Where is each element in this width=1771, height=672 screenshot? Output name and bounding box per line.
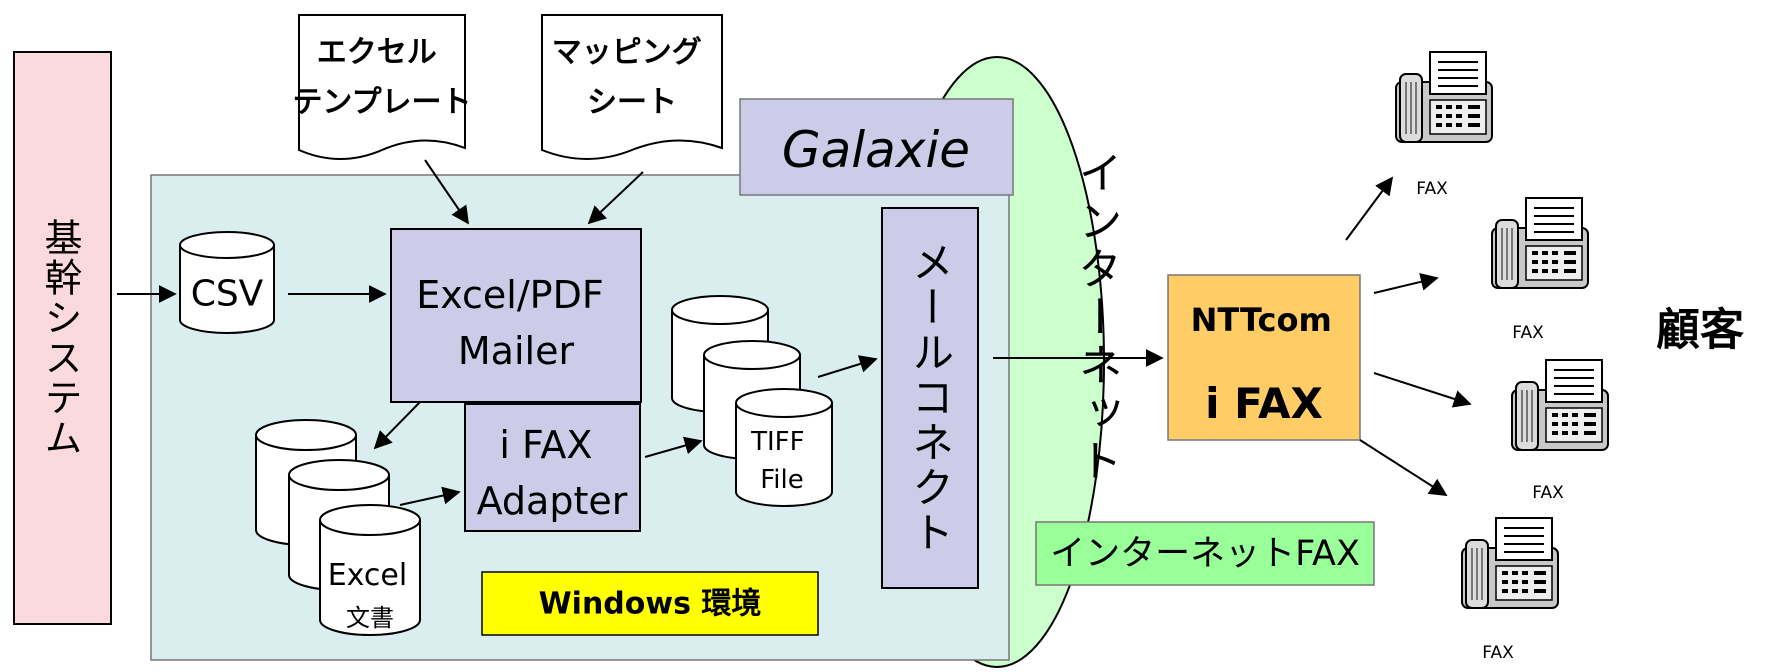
fax-label-2: FAX: [1512, 323, 1544, 343]
arrow-mapping-to-mailer: [587, 171, 644, 225]
ifax-label: i FAX: [1205, 379, 1323, 428]
fax-label-3: FAX: [1532, 483, 1564, 503]
csv-cylinder: [179, 231, 275, 334]
excel-template-label-1: エクセル: [317, 35, 437, 70]
windows-env-label-box: [481, 571, 819, 636]
svg-text:Excel 文書: Excel 文書: [328, 558, 413, 632]
fax-machine-icon: [1491, 197, 1589, 289]
mailer-box: [390, 228, 642, 403]
adapter-label-2: Adapter: [477, 479, 628, 523]
arrow-ifax-to-fax-1: [1345, 176, 1394, 241]
csv-label: CSV: [191, 274, 264, 315]
arrow-template-to-mailer: [424, 159, 470, 225]
excel-docs-label-1: Excel: [328, 558, 407, 593]
mailer-label-1: Excel/PDF: [416, 273, 604, 317]
windows-env-label: Windows 環境: [539, 587, 762, 622]
tiff-label-2: File: [760, 465, 804, 495]
svg-text:Excel/PDF Mailer: Excel/PDF Mailer: [416, 273, 616, 373]
internet-fax-label-box: [1035, 521, 1375, 586]
mail-connect-box: [881, 207, 979, 589]
fax-machine-icon: [1461, 517, 1559, 609]
svg-text:エクセル テンプレート: エクセル テンプレート: [292, 35, 471, 120]
internet-fax-label: インターネットFAX: [1050, 534, 1360, 574]
fax-label-4: FAX: [1482, 643, 1514, 663]
mailer-label-2: Mailer: [458, 329, 575, 373]
adapter-label-1: i FAX: [499, 423, 592, 467]
svg-text:TIFF File: TIFF File: [750, 427, 813, 495]
excel-docs-label-2: 文書: [346, 604, 394, 632]
arrow-excel-to-adapter: [399, 486, 461, 506]
arrow-ifax-to-fax-3: [1373, 372, 1472, 408]
fax-machine-icon: [1395, 51, 1493, 143]
mapping-sheet-label-1: マッピング: [552, 35, 702, 70]
arrow-adapter-to-tiff: [644, 436, 703, 458]
nttcom-label: NTTcom: [1191, 301, 1332, 339]
mapping-sheet-label-2: シート: [587, 85, 677, 120]
galaxie-box: [739, 98, 1014, 196]
adapter-box: [464, 403, 641, 532]
excel-template-doc: [298, 14, 466, 160]
arrow-ifax-to-fax-4: [1359, 439, 1448, 496]
mail-connect-label: メールコネクト: [906, 241, 955, 556]
flow-arrows: [117, 159, 1472, 506]
svg-text:NTTcom i FAX: NTTcom i FAX: [1191, 301, 1338, 428]
nttcom-ifax-box: [1167, 274, 1361, 441]
excel-template-label-2: テンプレート: [292, 85, 471, 120]
mapping-sheet-doc: [541, 14, 723, 160]
svg-text:マッピング シート: マッピング シート: [552, 35, 712, 120]
internet-label: インターネット: [1071, 150, 1122, 486]
arrow-tiff-to-mailconnect: [817, 355, 878, 378]
fax-machine-icon: [1511, 359, 1609, 451]
galaxie-label: Galaxie: [782, 121, 970, 179]
fax-label-1: FAX: [1416, 179, 1448, 199]
source-system-box: [13, 51, 112, 625]
arrow-mailer-to-excel: [373, 401, 421, 450]
tiff-files-cylinder-stack: [671, 295, 833, 507]
svg-text:i FAX Adapter: i FAX Adapter: [477, 423, 628, 523]
customer-label: 顧客: [1656, 305, 1744, 356]
arrow-ifax-to-fax-2: [1373, 272, 1439, 294]
source-system-label: 基幹システム: [38, 218, 82, 458]
tiff-label-1: TIFF: [750, 427, 804, 457]
excel-docs-cylinder-stack: [255, 419, 421, 636]
